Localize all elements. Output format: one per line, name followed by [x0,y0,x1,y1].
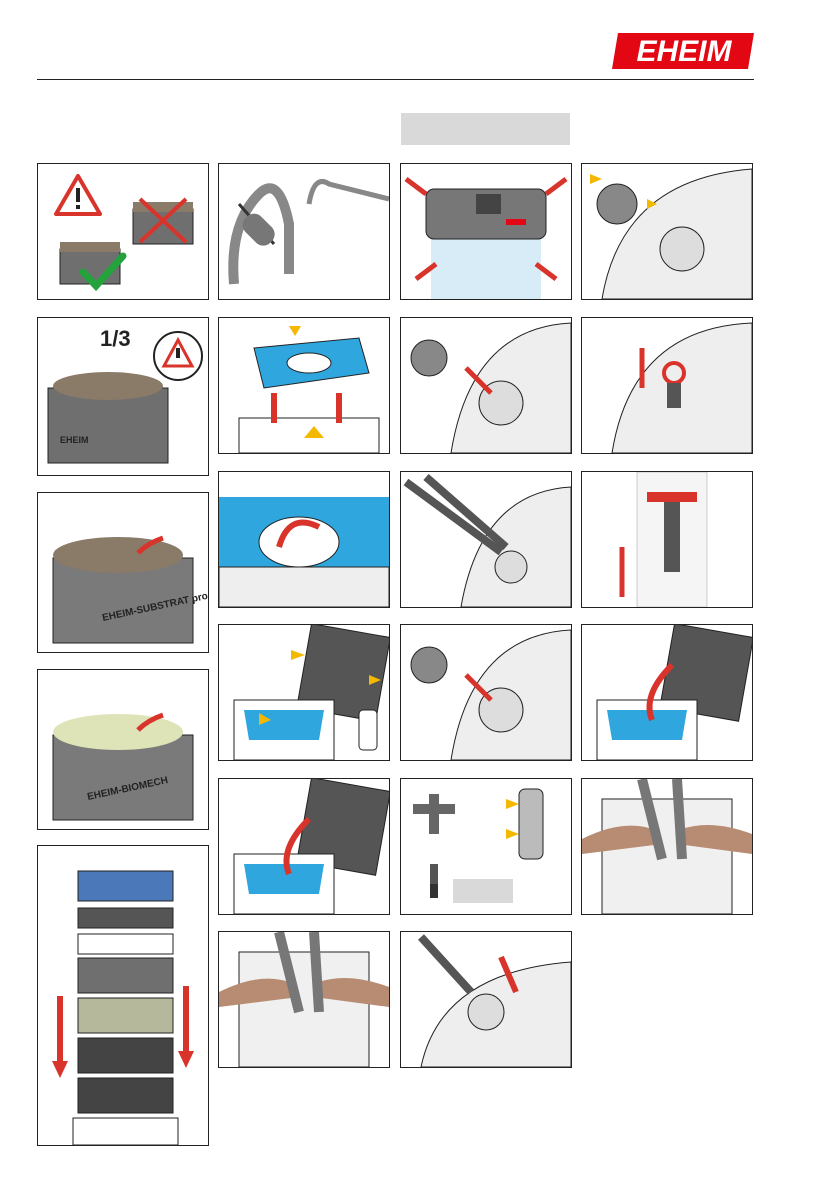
step-rotate-cover [218,471,390,608]
step-remove-shaft [581,317,753,454]
step-place-head-left [218,778,390,915]
step-fill-one-third: EHEIM 1/3 [37,317,209,476]
step-warning-correct-basket [37,163,209,300]
step-close-clips [581,778,753,915]
step-reinsert-impeller [400,931,572,1068]
step-pliers [400,471,572,608]
header-rule [37,79,754,80]
svg-text:EHEIM: EHEIM [60,435,89,445]
step-add-biomech: EHEIM-BIOMECH [37,669,209,830]
step-clean-hoses [218,163,390,300]
step-impeller-parts [400,778,572,915]
step-insert-top-basket [218,317,390,454]
section-title-bar [401,113,570,145]
step-impeller-remove-2 [400,624,572,761]
step-add-substrat: EHEIM-SUBSTRAT pro [37,492,209,653]
step-place-head-right [581,624,753,761]
step-remove-impeller-cover [581,163,753,300]
step-impeller-detail [581,471,753,608]
step-stack-baskets [37,845,209,1146]
fill-ratio-label: 1/3 [100,326,131,352]
step-remove-head [400,163,572,300]
step-impeller-remove [400,317,572,454]
step-lock-clips [218,931,390,1068]
eheim-logo: EHEIM [612,33,754,69]
logo-text: EHEIM [636,35,732,68]
step-prime-filter [218,624,390,761]
